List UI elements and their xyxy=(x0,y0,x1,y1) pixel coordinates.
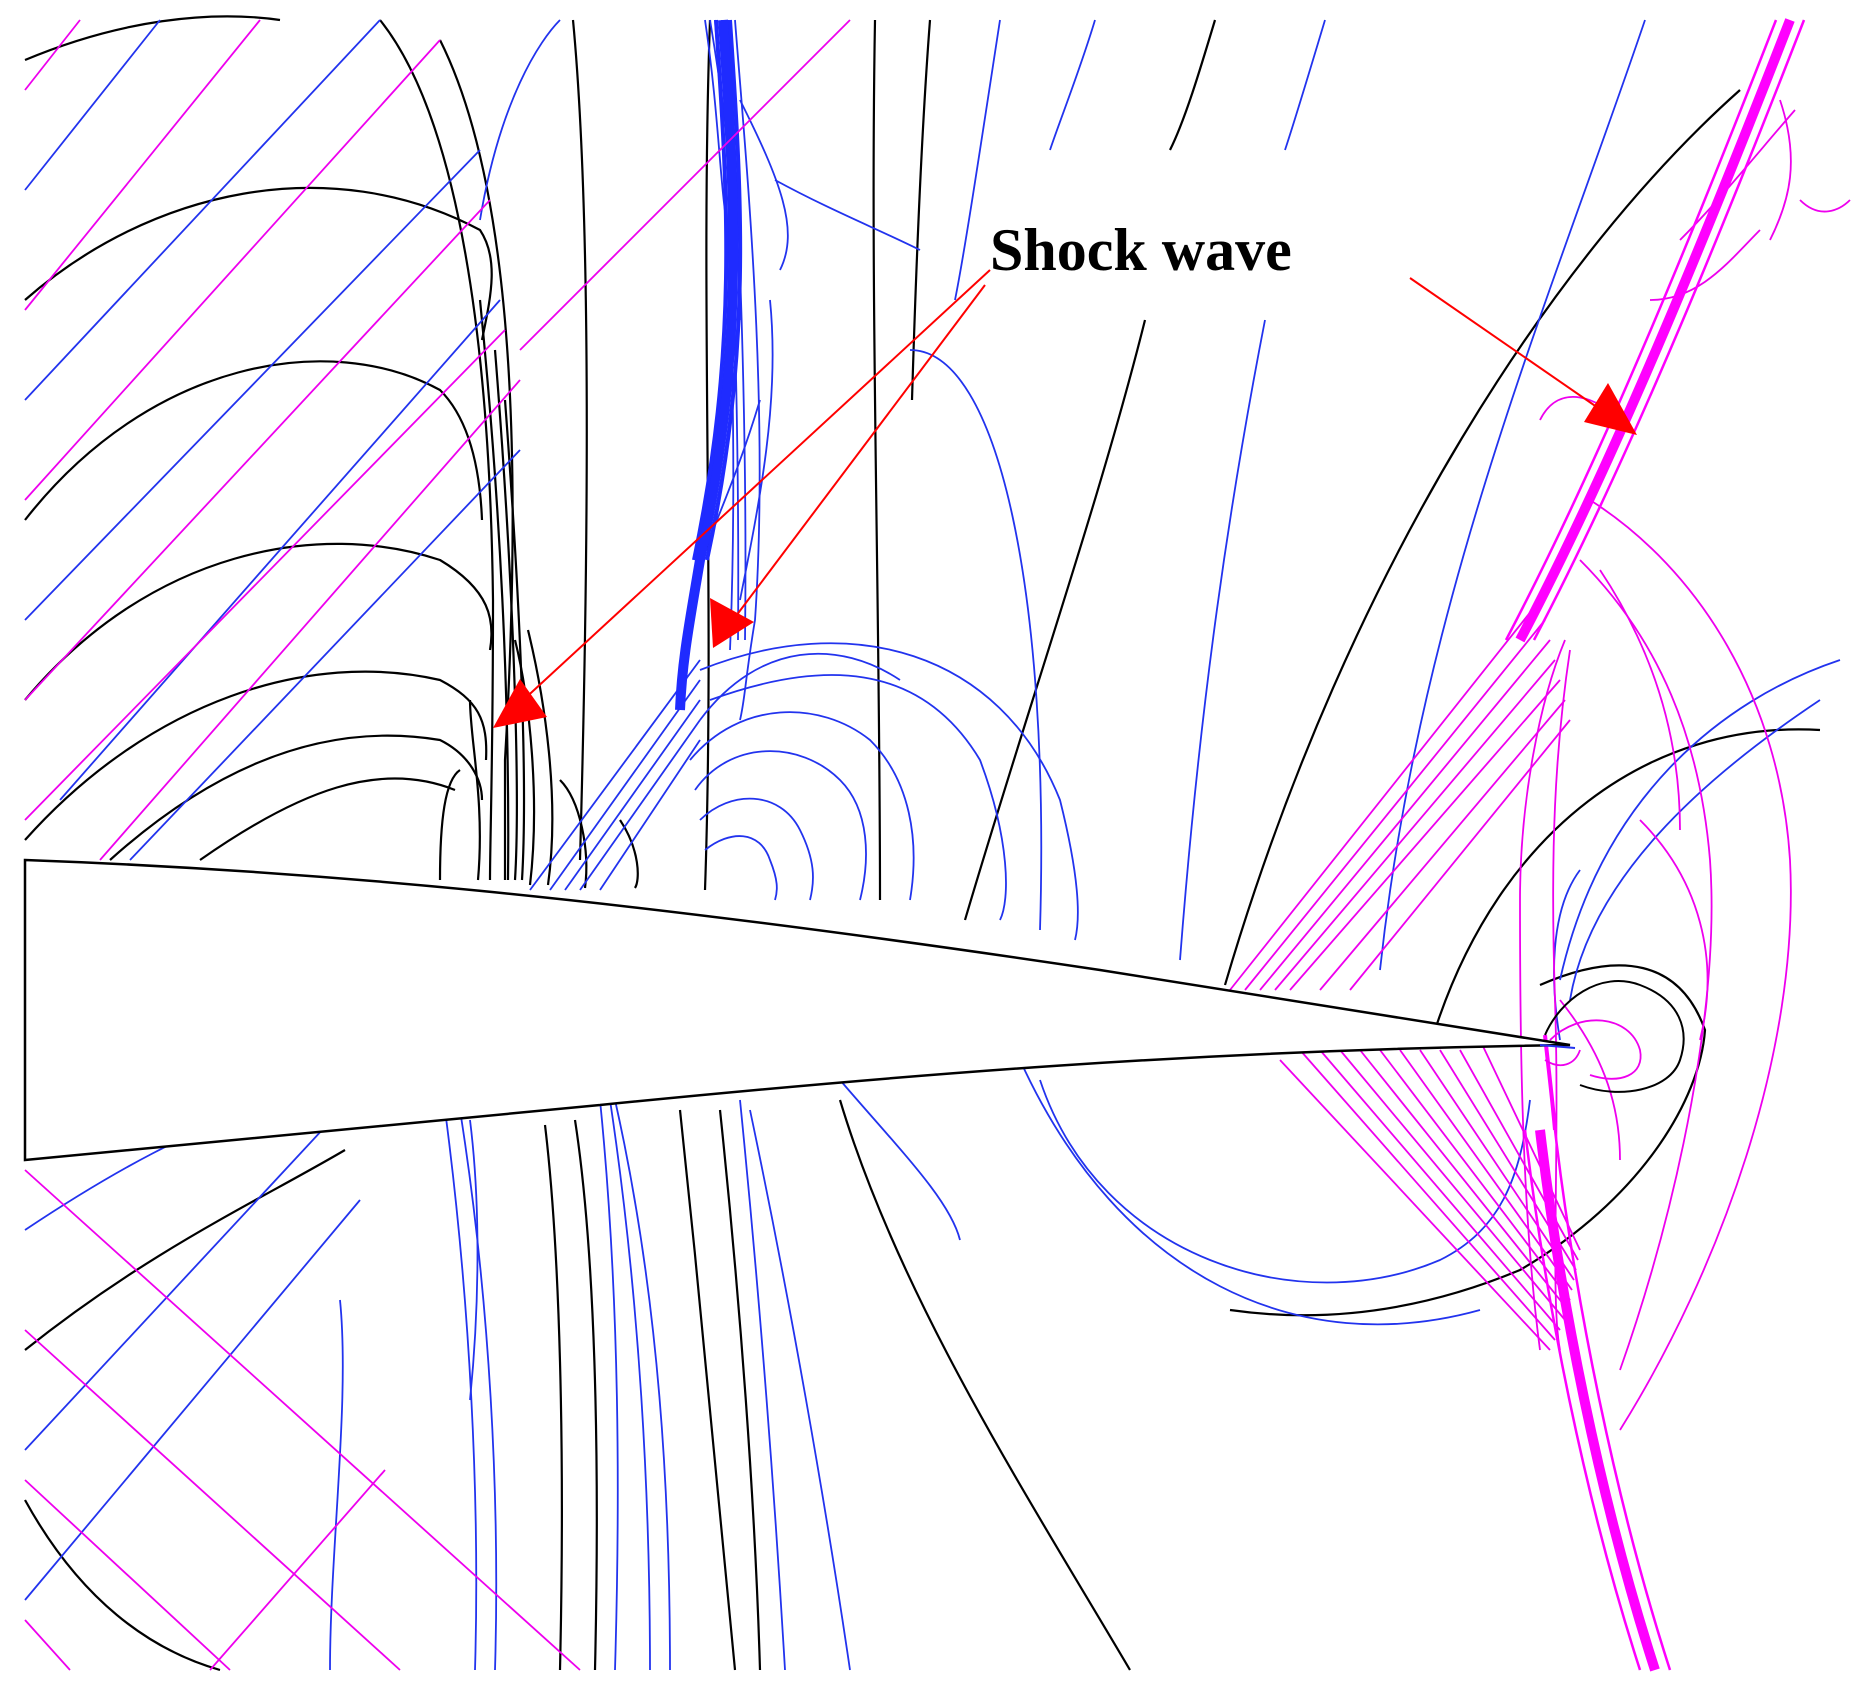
arrow-shaft-lower-surface xyxy=(519,269,991,704)
arrowhead-blue-shock xyxy=(710,598,754,648)
airfoil-outline xyxy=(23,858,1571,1162)
black-contour-lines xyxy=(24,15,1821,1672)
arrowhead-lower-surface xyxy=(493,679,547,728)
arrow-shaft-blue-shock xyxy=(732,284,986,621)
shock-wave-label: Shock wave xyxy=(990,217,1292,283)
blue-shock-band xyxy=(675,19,743,711)
trailing-edge-vortex xyxy=(1539,980,1685,1093)
blue-contour-lines xyxy=(24,19,1841,1671)
magenta-shock-band xyxy=(1504,18,1806,1672)
magenta-contour-lines xyxy=(24,19,1851,1671)
arrow-heads xyxy=(493,383,1637,728)
arrowhead-magenta-shock xyxy=(1584,383,1637,435)
arrow-shaft-magenta-shock xyxy=(1409,277,1605,413)
annotation-arrows xyxy=(519,269,1605,704)
